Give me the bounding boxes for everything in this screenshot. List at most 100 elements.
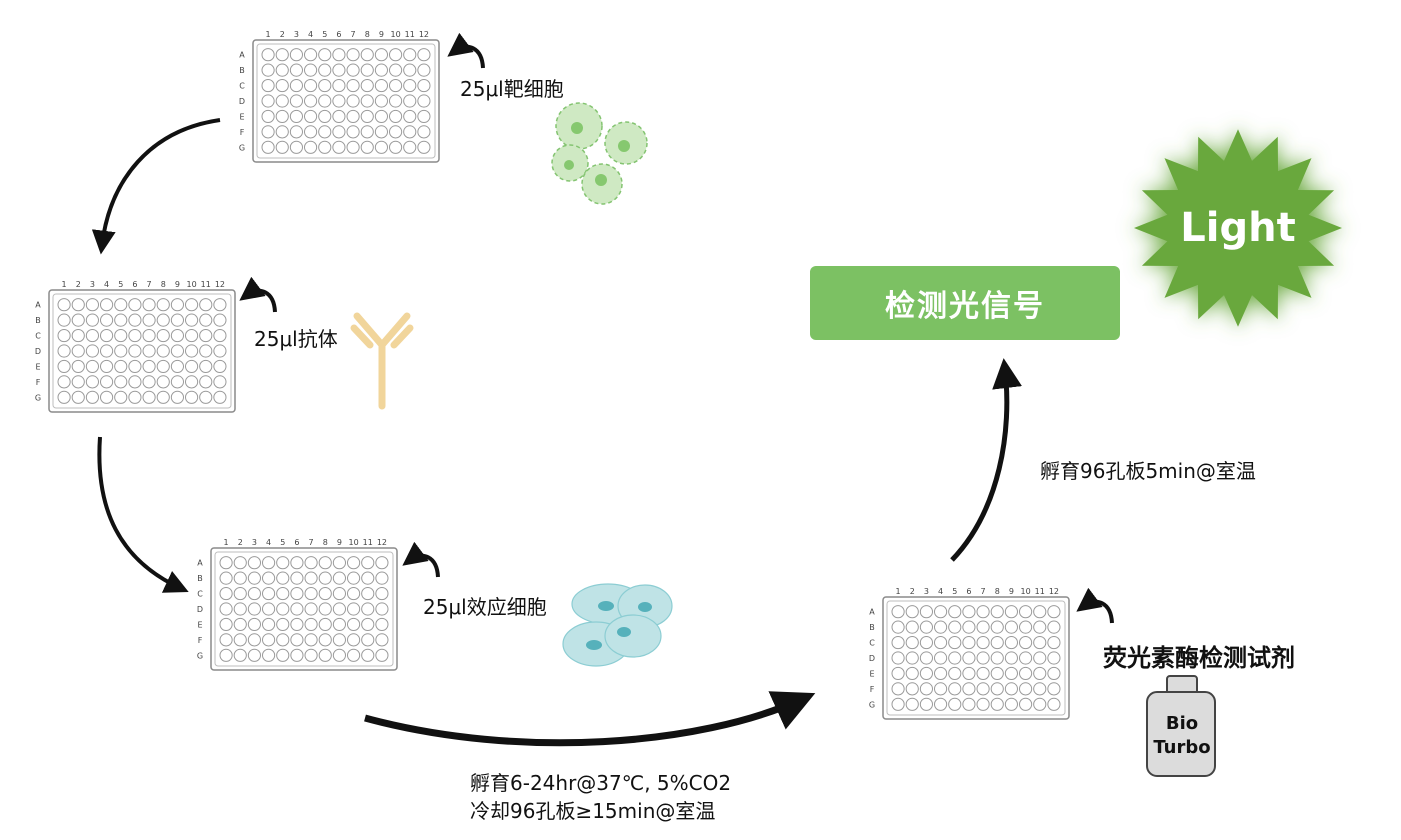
well — [318, 125, 332, 139]
well — [304, 109, 318, 124]
well — [233, 617, 247, 632]
light-burst-icon: Light — [1134, 129, 1342, 327]
well — [318, 63, 332, 77]
well — [1047, 605, 1061, 619]
plate-col-label: 9 — [1009, 587, 1014, 596]
plate-col-label: 3 — [252, 538, 257, 547]
well — [275, 48, 289, 62]
well — [199, 313, 213, 327]
well — [128, 328, 142, 343]
well — [375, 648, 389, 662]
well — [128, 298, 142, 312]
well — [199, 344, 213, 358]
well — [1033, 635, 1047, 650]
incubation-line1: 孵育6-24hr@37℃, 5%CO2 — [470, 771, 732, 795]
well — [289, 63, 303, 77]
plate-row-label: E — [197, 620, 202, 629]
plate-col-label: 4 — [266, 538, 271, 547]
well — [290, 648, 304, 662]
well — [891, 605, 905, 619]
well — [934, 666, 948, 681]
plate-row-label: C — [35, 332, 41, 341]
well — [1019, 682, 1033, 696]
plate-col-label: 1 — [896, 587, 901, 596]
well — [332, 556, 346, 570]
well — [919, 651, 934, 665]
well — [261, 140, 275, 154]
well — [276, 571, 290, 585]
well — [262, 617, 276, 632]
antibody-icon — [350, 312, 414, 410]
well — [318, 140, 332, 154]
well — [318, 602, 332, 616]
well — [347, 586, 361, 601]
well — [261, 48, 275, 62]
well — [360, 63, 374, 77]
well — [290, 556, 304, 570]
well — [905, 605, 919, 619]
well — [905, 651, 919, 665]
well — [347, 617, 361, 632]
well — [219, 556, 233, 570]
well — [347, 571, 361, 585]
well — [304, 648, 318, 662]
well — [318, 48, 332, 62]
well — [891, 666, 905, 681]
arrow-plate1-to-plate2 — [91, 118, 221, 255]
well — [417, 48, 431, 62]
well — [375, 571, 389, 585]
well — [304, 125, 318, 139]
well — [262, 556, 276, 570]
well — [128, 390, 142, 404]
well — [199, 359, 213, 374]
plate-col-label: 7 — [147, 280, 152, 289]
well — [142, 359, 156, 374]
well — [347, 556, 361, 570]
plate-row-label: A — [239, 51, 245, 60]
well — [934, 605, 948, 619]
well — [85, 359, 99, 374]
plate-row-label: A — [35, 301, 41, 310]
plate-row-label: C — [869, 639, 875, 648]
well — [57, 328, 71, 343]
well — [403, 63, 417, 77]
well — [304, 556, 318, 570]
well — [403, 78, 417, 93]
well — [247, 602, 262, 616]
well — [247, 586, 262, 601]
well — [219, 648, 233, 662]
well — [389, 125, 403, 139]
well — [275, 125, 289, 139]
well — [318, 571, 332, 585]
well — [374, 78, 388, 93]
plate-col-label: 8 — [995, 587, 1000, 596]
well — [905, 682, 919, 696]
well — [891, 697, 905, 711]
well — [100, 328, 114, 343]
well — [304, 140, 318, 154]
well — [1033, 697, 1047, 711]
well — [346, 125, 360, 139]
well — [213, 313, 227, 327]
target-cell — [555, 102, 603, 150]
well — [332, 586, 346, 601]
plate-row-label: G — [35, 393, 41, 402]
plate-col-label: 3 — [924, 587, 929, 596]
plate-col-label: 6 — [966, 587, 971, 596]
well — [1033, 605, 1047, 619]
well — [976, 682, 990, 696]
plate-row-label: B — [35, 316, 41, 325]
well — [948, 682, 962, 696]
well — [332, 125, 346, 139]
well — [976, 620, 990, 634]
well — [1004, 651, 1019, 665]
plate-row-label: B — [197, 574, 203, 583]
detect-light-signal-button: 检测光信号 — [810, 266, 1120, 340]
well — [262, 571, 276, 585]
well — [71, 344, 85, 358]
well — [276, 586, 290, 601]
well — [57, 359, 71, 374]
well — [417, 78, 431, 93]
